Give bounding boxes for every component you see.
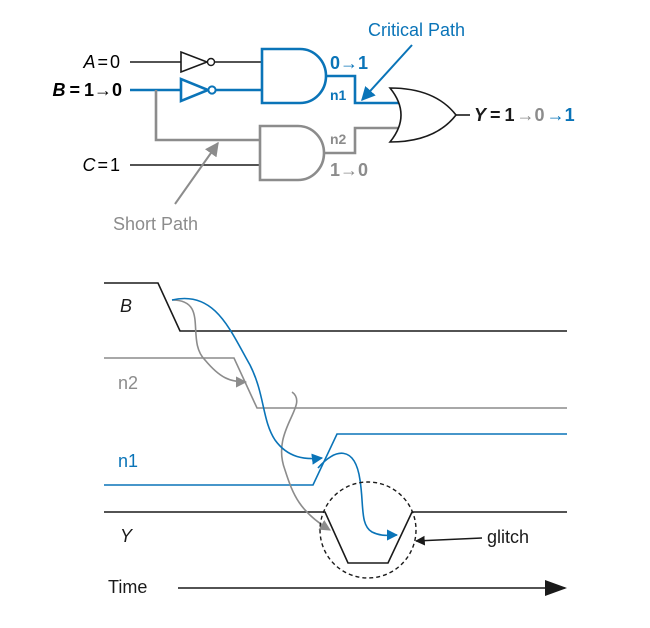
wire-n1 [326, 74, 400, 105]
causal-arrow-n1-to-y [317, 452, 399, 541]
input-a-label: A=0 [82, 52, 120, 72]
causal-arrow-n2-to-y [280, 391, 331, 531]
short-path-arrow [174, 141, 219, 205]
or-gate [388, 87, 458, 143]
inverter-a [180, 50, 216, 74]
waveform-n2 [104, 357, 567, 409]
waveform-y [104, 511, 567, 564]
wire-n2 [324, 126, 400, 155]
signal-n1-label: n1 [118, 451, 138, 471]
timing-waveforms: B n2 n1 Y glitch Time [104, 282, 567, 597]
waveform-n1 [104, 433, 567, 486]
and-gate-n1 [260, 47, 328, 105]
time-axis-arrowhead [545, 580, 567, 596]
output-y-label: Y=1→0→1 [474, 105, 575, 125]
critical-path-arrow [361, 44, 413, 102]
input-c-label: C=1 [82, 155, 120, 175]
n1-transition-label: 0→1 [330, 53, 368, 73]
input-b-label: B=1→0 [52, 80, 122, 100]
waveform-b [104, 282, 567, 332]
glitch-circle [319, 481, 417, 579]
signal-b-label: B [120, 296, 132, 316]
causal-arrow-b-to-n2 [171, 299, 248, 388]
signal-n2-label: n2 [118, 373, 138, 393]
glitch-arrow [415, 535, 483, 546]
and-gate-n2 [258, 124, 326, 182]
n2-transition-label: 1→0 [330, 160, 368, 180]
inverter-b [179, 77, 217, 103]
n2-label: n2 [330, 131, 347, 147]
signal-y-label: Y [120, 526, 134, 546]
short-path-label: Short Path [113, 214, 198, 234]
glitch-label: glitch [487, 527, 529, 547]
causal-arrow-b-to-n1 [171, 297, 324, 465]
time-axis-label: Time [108, 577, 147, 597]
n1-label: n1 [330, 87, 347, 103]
circuit-schematic: A=0 B=1→0 C=1 Critical Path 0→1 n1 n2 1→… [52, 20, 574, 234]
critical-path-label: Critical Path [368, 20, 465, 40]
wire-b-short-branch [154, 90, 262, 142]
